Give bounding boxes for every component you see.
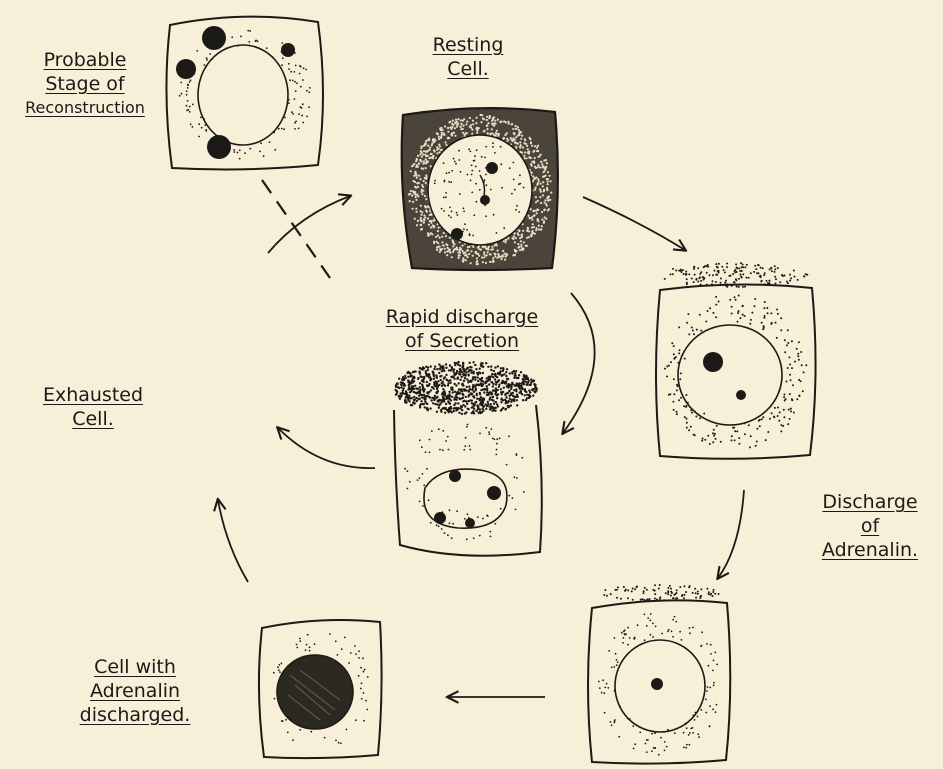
cell-rapid-discharge-cloud xyxy=(394,361,538,415)
cell-secreting-nucleus xyxy=(678,325,782,425)
dashed-break-line xyxy=(262,180,330,278)
label-cell-with-adrenalin-discharged: Cell with Adrenalin discharged. xyxy=(55,655,215,727)
label-exhausted-cell: Exhausted Cell. xyxy=(28,383,158,431)
cell-adrenalin-discharged-nucleus xyxy=(277,655,353,729)
cell-rapid-discharge-stipple xyxy=(404,424,524,541)
granule-4 xyxy=(207,135,231,159)
arrow-resting-to-rapid-discharge xyxy=(563,293,595,433)
cell-reconstruction xyxy=(166,17,323,170)
cell-rapid-discharge xyxy=(394,361,542,556)
label-probable-stage-of-reconstruction: Probable Stage of Reconstruction xyxy=(5,48,165,120)
cell-resting xyxy=(402,108,558,270)
cell-discharging-discharge xyxy=(603,584,719,602)
label-resting-cell: Resting Cell. xyxy=(408,33,528,81)
arrow-rapid-discharge-to-exhausted xyxy=(278,428,375,468)
granule-3 xyxy=(176,59,196,79)
arrow-resting-to-secreting xyxy=(583,197,685,250)
cell-adrenalin-discharged xyxy=(259,620,382,758)
arrow-secreting-to-discharging xyxy=(718,490,744,578)
arrow-discharged-to-exhausted xyxy=(218,500,248,582)
cell-discharging xyxy=(588,584,730,764)
cell-reconstruction-nucleus xyxy=(198,45,288,145)
cell-secreting xyxy=(656,262,816,459)
label-rapid-discharge-of-secretion: Rapid discharge of Secretion xyxy=(362,305,562,353)
granule-1 xyxy=(202,26,226,50)
label-discharge-of-adrenalin: Discharge of Adrenalin. xyxy=(805,490,935,562)
